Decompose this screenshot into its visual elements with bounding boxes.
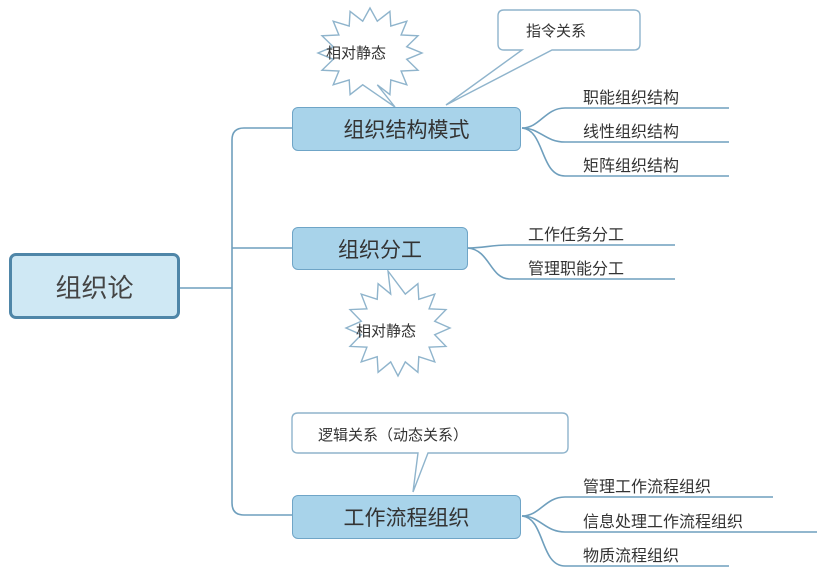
leaf-node[interactable]: 职能组织结构 xyxy=(583,88,680,107)
leaf-node[interactable]: 管理职能分工 xyxy=(528,259,625,278)
callout-label: 逻辑关系（动态关系） xyxy=(318,426,469,444)
leaf-connector xyxy=(521,515,729,567)
callout-bubble-shape xyxy=(291,412,569,493)
leaf-connector xyxy=(521,127,729,177)
callout-bubble-shape xyxy=(445,9,641,106)
starburst-label: 相对静态 xyxy=(326,44,387,62)
leaf-node[interactable]: 信息处理工作流程组织 xyxy=(583,512,744,531)
branch-node-structure[interactable]: 组织结构模式 xyxy=(292,107,521,151)
trunk-line xyxy=(231,127,292,516)
leaf-connector xyxy=(521,496,773,517)
callout-label: 指令关系 xyxy=(526,22,587,40)
leaf-node[interactable]: 线性组织结构 xyxy=(583,122,680,141)
leaf-connector xyxy=(467,244,675,249)
starburst-label: 相对静态 xyxy=(356,322,417,340)
leaf-connector xyxy=(521,107,729,129)
leaf-connector xyxy=(467,247,675,280)
leaf-node[interactable]: 物质流程组织 xyxy=(583,546,680,565)
leaf-node[interactable]: 矩阵组织结构 xyxy=(583,156,680,175)
root-node[interactable]: 组织论 xyxy=(9,253,180,319)
leaf-node[interactable]: 管理工作流程组织 xyxy=(583,477,712,496)
branch-node-division[interactable]: 组织分工 xyxy=(292,227,468,270)
leaf-node[interactable]: 工作任务分工 xyxy=(528,225,625,244)
branch-node-workflow[interactable]: 工作流程组织 xyxy=(292,495,521,539)
starburst-shape xyxy=(344,268,452,378)
